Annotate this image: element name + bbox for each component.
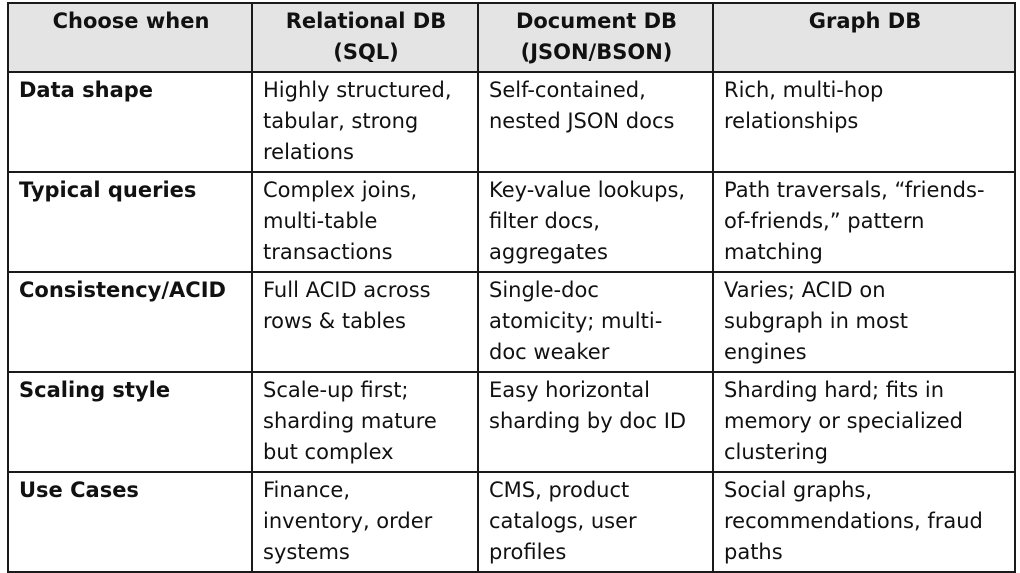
header-graph-db: Graph DB — [712, 2, 1016, 73]
row-label-text: Use Cases — [19, 478, 139, 502]
cell-graph: Rich, multi-hop relationships — [712, 71, 1016, 173]
cell-relational: Finance, inventory, order systems — [251, 471, 479, 573]
table-row-scaling-style: Scaling style Scale-up first; sharding m… — [7, 371, 1016, 473]
cell-graph: Path traversals, “friends- of-friends,” … — [712, 171, 1016, 273]
comparison-table-container: Choose when Relational DB (SQL) Document… — [7, 2, 1016, 573]
header-label: Document DB (JSON/BSON) — [515, 9, 678, 64]
row-label-text: Typical queries — [19, 178, 197, 202]
row-label: Consistency/ACID — [7, 271, 253, 373]
row-label-text: Data shape — [19, 78, 154, 102]
cell-document: CMS, product catalogs, user profiles — [477, 471, 714, 573]
cell-text: Social graphs, recommendations, fraud pa… — [724, 478, 983, 564]
row-label-text: Consistency/ACID — [19, 278, 226, 302]
cell-relational: Complex joins, multi-table transactions — [251, 171, 479, 273]
cell-text: Full ACID across rows & tables — [263, 278, 431, 333]
database-comparison-table: Choose when Relational DB (SQL) Document… — [7, 2, 1016, 573]
cell-text: Single-doc atomicity; multi- doc weaker — [489, 278, 663, 364]
cell-text: Self-contained, nested JSON docs — [489, 78, 675, 133]
cell-text: CMS, product catalogs, user profiles — [489, 478, 637, 564]
cell-text: Key-value lookups, filter docs, aggregat… — [489, 178, 686, 264]
cell-relational: Scale-up first; sharding mature but comp… — [251, 371, 479, 473]
cell-graph: Sharding hard; fits in memory or special… — [712, 371, 1016, 473]
cell-text: Varies; ACID on subgraph in most engines — [724, 278, 909, 364]
header-label: Choose when — [52, 9, 210, 33]
table-row-consistency-acid: Consistency/ACID Full ACID across rows &… — [7, 271, 1016, 373]
cell-text: Path traversals, “friends- of-friends,” … — [724, 178, 985, 264]
header-relational-db: Relational DB (SQL) — [251, 2, 479, 73]
cell-document: Self-contained, nested JSON docs — [477, 71, 714, 173]
cell-text: Complex joins, multi-table transactions — [263, 178, 418, 264]
cell-text: Finance, inventory, order systems — [263, 478, 433, 564]
row-label: Use Cases — [7, 471, 253, 573]
header-label: Relational DB (SQL) — [285, 9, 447, 64]
cell-relational: Highly structured, tabular, strong relat… — [251, 71, 479, 173]
header-choose-when: Choose when — [7, 2, 253, 73]
table-row-typical-queries: Typical queries Complex joins, multi-tab… — [7, 171, 1016, 273]
cell-text: Scale-up first; sharding mature but comp… — [263, 378, 437, 464]
header-label: Graph DB — [808, 9, 922, 33]
table-row-use-cases: Use Cases Finance, inventory, order syst… — [7, 471, 1016, 573]
header-row: Choose when Relational DB (SQL) Document… — [7, 2, 1016, 73]
cell-document: Easy horizontal sharding by doc ID — [477, 371, 714, 473]
row-label: Data shape — [7, 71, 253, 173]
row-label-text: Scaling style — [19, 378, 171, 402]
row-label: Typical queries — [7, 171, 253, 273]
cell-text: Rich, multi-hop relationships — [724, 78, 884, 133]
header-document-db: Document DB (JSON/BSON) — [477, 2, 714, 73]
cell-text: Easy horizontal sharding by doc ID — [489, 378, 687, 433]
cell-document: Single-doc atomicity; multi- doc weaker — [477, 271, 714, 373]
row-label: Scaling style — [7, 371, 253, 473]
cell-graph: Varies; ACID on subgraph in most engines — [712, 271, 1016, 373]
cell-relational: Full ACID across rows & tables — [251, 271, 479, 373]
cell-graph: Social graphs, recommendations, fraud pa… — [712, 471, 1016, 573]
cell-text: Highly structured, tabular, strong relat… — [263, 78, 452, 164]
cell-text: Sharding hard; fits in memory or special… — [724, 378, 963, 464]
table-row-data-shape: Data shape Highly structured, tabular, s… — [7, 71, 1016, 173]
cell-document: Key-value lookups, filter docs, aggregat… — [477, 171, 714, 273]
